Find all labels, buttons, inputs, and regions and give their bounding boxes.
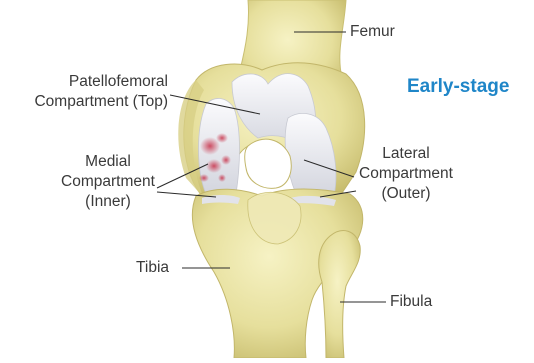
label-lateral-line2: Compartment bbox=[350, 164, 462, 184]
label-femur: Femur bbox=[350, 22, 395, 42]
label-patellofemoral-line1: Patellofemoral bbox=[0, 72, 168, 92]
label-medial: Medial Compartment (Inner) bbox=[52, 152, 164, 212]
intercondylar-notch bbox=[245, 139, 292, 188]
label-tibia: Tibia bbox=[136, 258, 169, 278]
label-patellofemoral-line2: Compartment (Top) bbox=[0, 92, 168, 112]
label-lateral-line3: (Outer) bbox=[350, 184, 462, 204]
fibula-bone bbox=[319, 231, 361, 358]
label-medial-line2: Compartment bbox=[52, 172, 164, 192]
label-medial-line1: Medial bbox=[52, 152, 164, 172]
label-lateral-line1: Lateral bbox=[350, 144, 462, 164]
label-lateral: Lateral Compartment (Outer) bbox=[350, 144, 462, 204]
label-medial-line3: (Inner) bbox=[52, 192, 164, 212]
stage-title: Early-stage bbox=[407, 76, 509, 98]
label-fibula: Fibula bbox=[390, 292, 432, 312]
label-patellofemoral: Patellofemoral Compartment (Top) bbox=[0, 72, 168, 112]
